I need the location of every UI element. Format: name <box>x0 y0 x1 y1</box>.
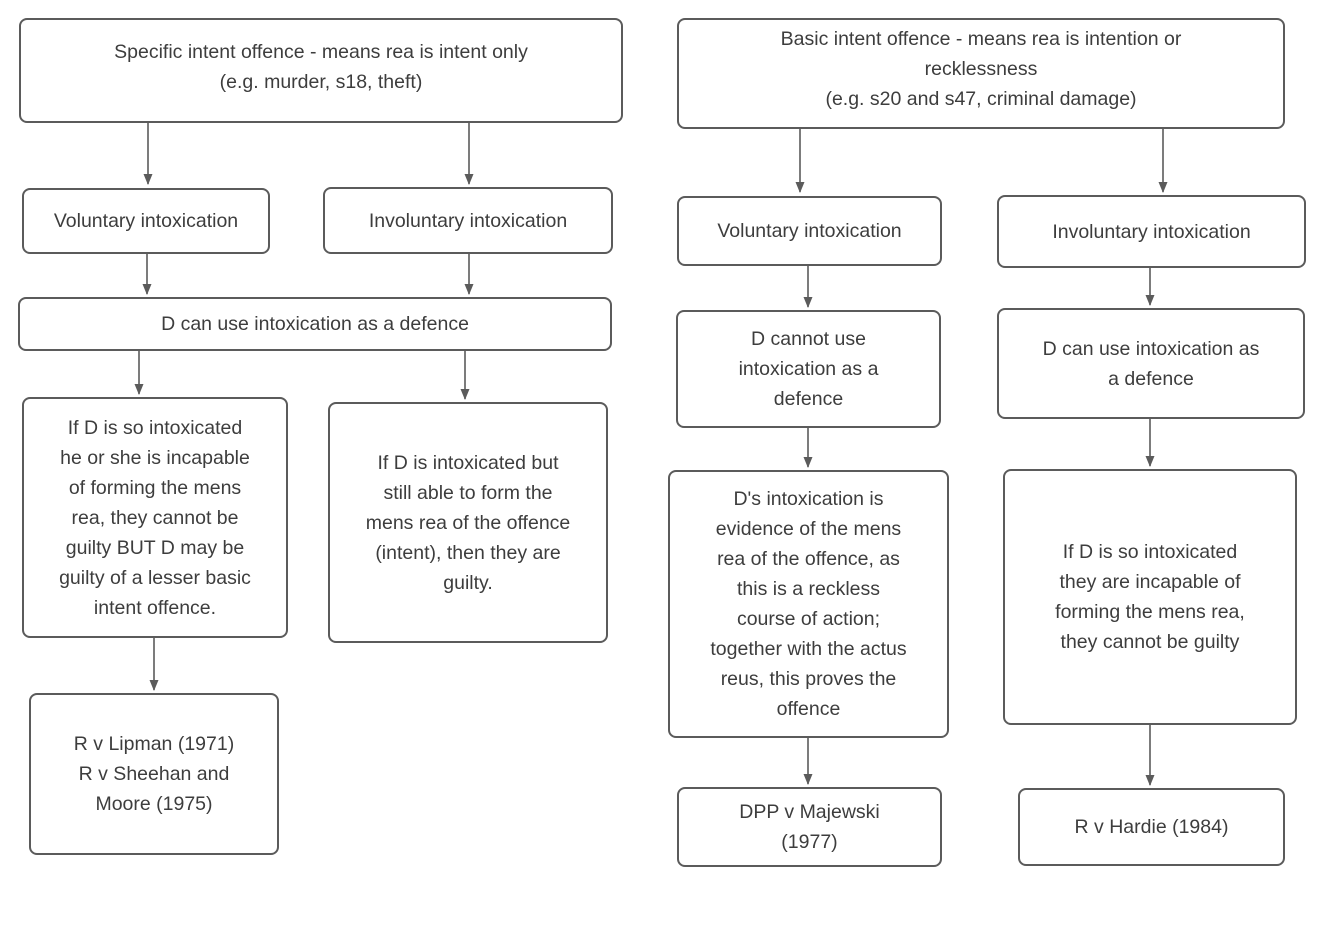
node-basic-intent-offence: Basic intent offence - means rea is inte… <box>677 18 1285 129</box>
node-case-hardie: R v Hardie (1984) <box>1018 788 1285 866</box>
node-voluntary-intoxication-right: Voluntary intoxication <box>677 196 942 266</box>
node-cannot-use-defence: D cannot use intoxication as a defence <box>676 310 941 428</box>
node-can-use-defence-left: D can use intoxication as a defence <box>18 297 612 351</box>
node-intoxication-evidence-mens-rea: D's intoxication is evidence of the mens… <box>668 470 949 738</box>
node-voluntary-intoxication-left: Voluntary intoxication <box>22 188 270 254</box>
node-incapable-mens-rea-left: If D is so intoxicated he or she is inca… <box>22 397 288 638</box>
node-specific-intent-offence: Specific intent offence - means rea is i… <box>19 18 623 123</box>
node-incapable-mens-rea-right: If D is so intoxicated they are incapabl… <box>1003 469 1297 725</box>
node-involuntary-intoxication-left: Involuntary intoxication <box>323 187 613 254</box>
node-cases-lipman-sheehan: R v Lipman (1971) R v Sheehan and Moore … <box>29 693 279 855</box>
node-still-able-form-mens-rea: If D is intoxicated but still able to fo… <box>328 402 608 643</box>
node-case-majewski: DPP v Majewski (1977) <box>677 787 942 867</box>
node-involuntary-intoxication-right: Involuntary intoxication <box>997 195 1306 268</box>
node-can-use-defence-right: D can use intoxication as a defence <box>997 308 1305 419</box>
